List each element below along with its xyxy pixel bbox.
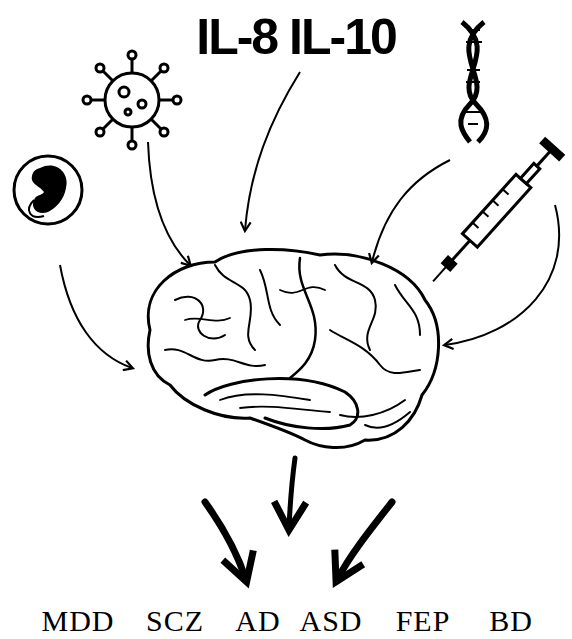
fetus-circle xyxy=(14,156,82,224)
disorder-label: FEP xyxy=(396,606,451,636)
output-arrow-middle xyxy=(289,458,295,528)
disorder-label: AD xyxy=(235,606,280,636)
output-arrow-right xyxy=(337,502,392,580)
output-arrows xyxy=(205,458,392,580)
disorder-label: SCZ xyxy=(146,606,204,636)
virus-arrow xyxy=(148,142,190,265)
output-arrow-left xyxy=(205,502,246,580)
input-arrows xyxy=(60,72,559,368)
syringe-arrow xyxy=(445,205,559,345)
disorder-label: ASD xyxy=(299,606,362,636)
syringe-icon xyxy=(424,139,563,290)
dna-arrow xyxy=(372,160,450,262)
fetus-body xyxy=(32,165,67,213)
umbilical-line xyxy=(29,200,44,217)
cytokine-label: IL-8 IL-10 xyxy=(196,12,395,62)
brain-illustration xyxy=(148,249,438,447)
virus-icon xyxy=(83,51,181,149)
disorder-label: MDD xyxy=(41,606,114,636)
fetus-arrow xyxy=(60,265,132,368)
disorder-label: BD xyxy=(489,606,533,636)
fetus-icon xyxy=(14,156,82,224)
cytokine-arrow xyxy=(245,72,300,230)
dna-icon xyxy=(461,22,487,142)
